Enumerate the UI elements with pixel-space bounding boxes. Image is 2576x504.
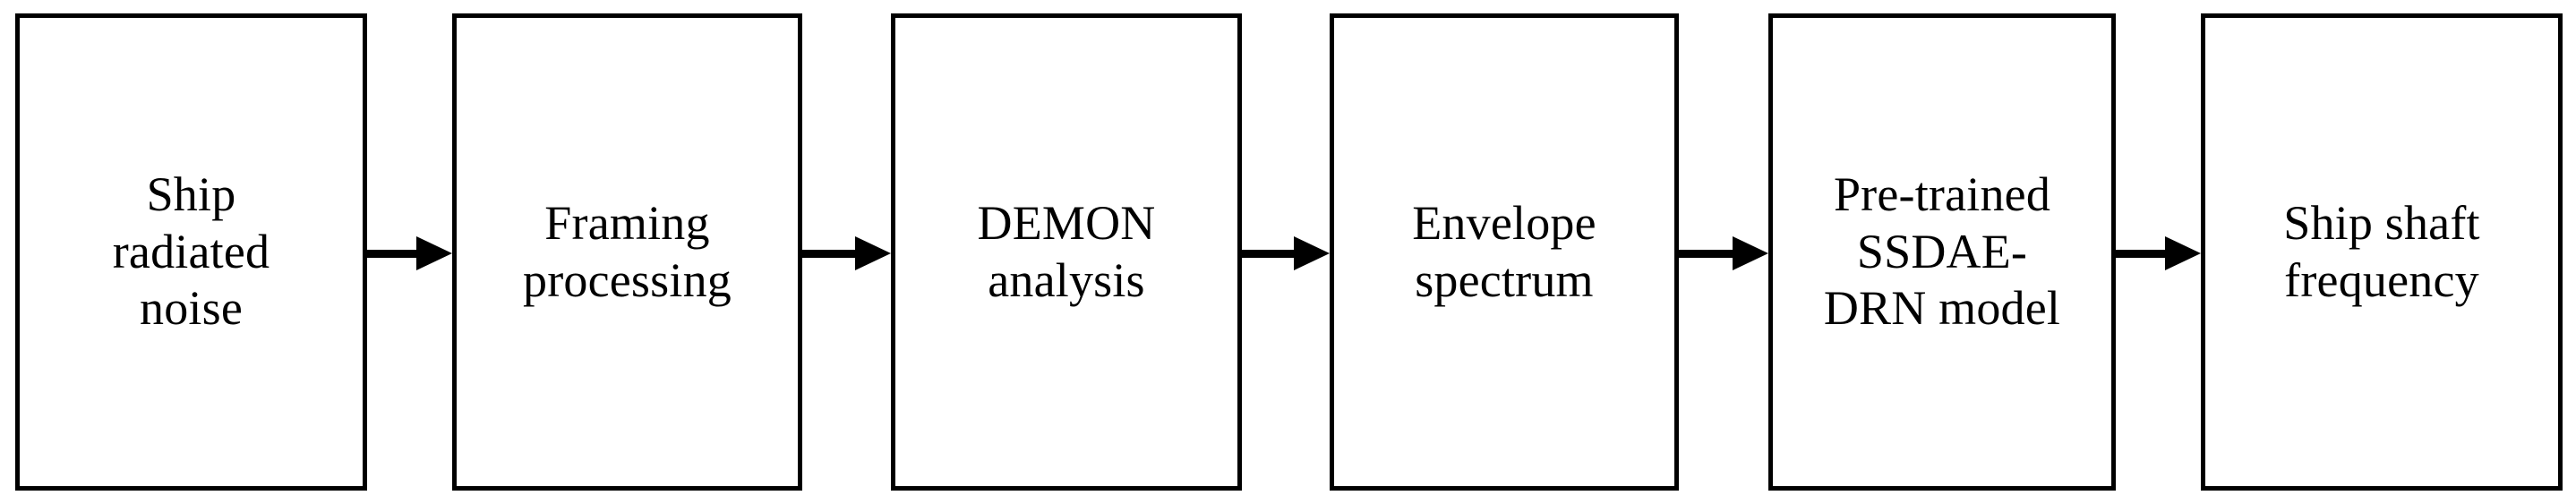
arrow-head-icon — [2165, 236, 2201, 270]
flow-node-envelope-spectrum[interactable]: Envelope spectrum — [1330, 13, 1679, 491]
arrow-head-icon — [416, 236, 452, 270]
arrow-shaft — [1242, 250, 1297, 258]
flow-node-label: Framing processing — [523, 195, 732, 307]
arrow-shaft — [802, 250, 858, 258]
flow-node-label: Pre-trained SSDAE- DRN model — [1823, 167, 2061, 336]
flow-node-pre-trained-ssdae-drn-model[interactable]: Pre-trained SSDAE- DRN model — [1768, 13, 2116, 491]
flow-node-demon-analysis[interactable]: DEMON analysis — [891, 13, 1242, 491]
flow-node-ship-radiated-noise[interactable]: Ship radiated noise — [15, 13, 367, 491]
arrow-shaft — [1679, 250, 1735, 258]
flow-node-label: Ship radiated noise — [112, 167, 270, 336]
flow-node-framing-processing[interactable]: Framing processing — [452, 13, 802, 491]
flow-node-label: Ship shaft frequency — [2283, 195, 2480, 307]
flow-node-label: Envelope spectrum — [1412, 195, 1596, 307]
arrow-head-icon — [1294, 236, 1330, 270]
arrow-head-icon — [855, 236, 891, 270]
flow-node-ship-shaft-frequency[interactable]: Ship shaft frequency — [2201, 13, 2563, 491]
flow-node-label: DEMON analysis — [977, 195, 1156, 307]
arrow-head-icon — [1733, 236, 1768, 270]
arrow-shaft — [2116, 250, 2168, 258]
arrow-shaft — [367, 250, 419, 258]
